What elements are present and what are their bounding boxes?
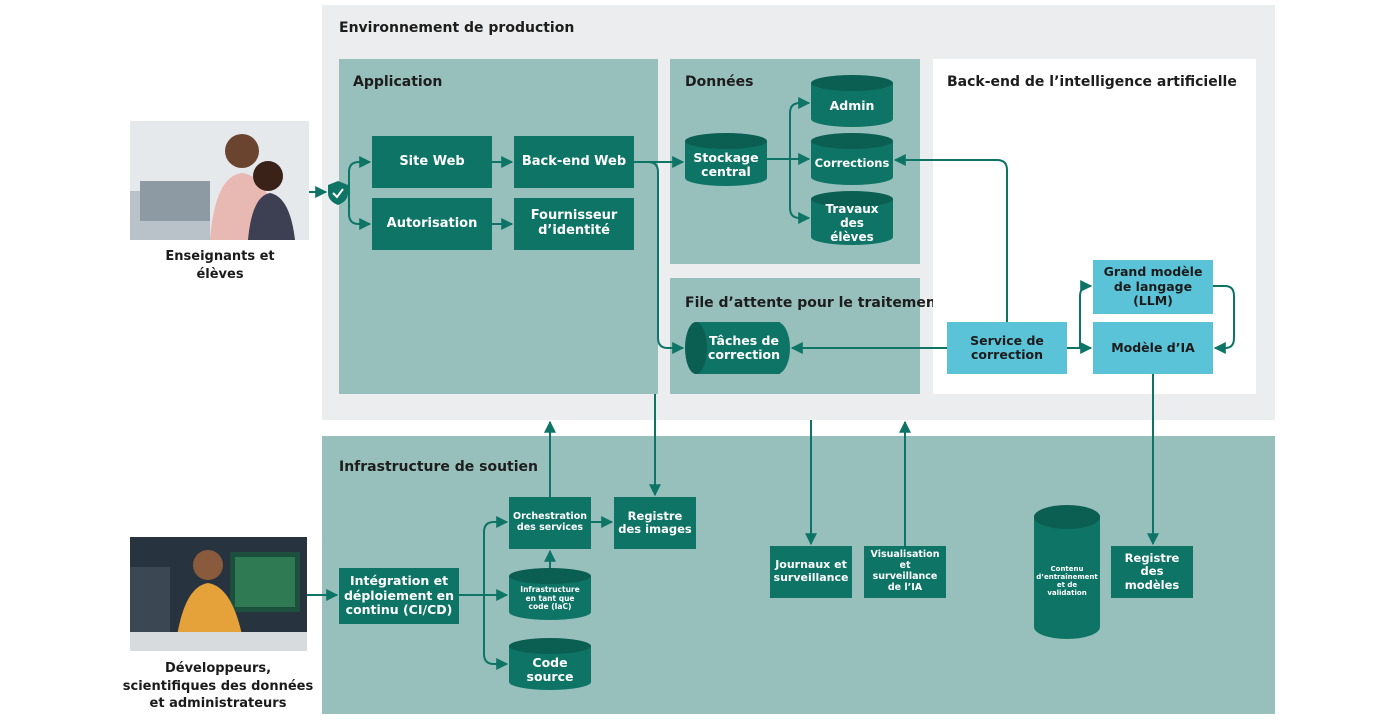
student-work-label: Travaux des élèves [825,202,879,244]
image-registry-box: Registre des images [614,497,696,549]
corrections-cylinder: Corrections [811,133,893,185]
website-box: Site Web [372,136,492,188]
iac-label: Infrastructure en tant que code (IaC) [520,585,580,612]
teachers-label: Enseignants et élèves [165,249,275,282]
logs-box: Journaux et surveillance [770,546,852,598]
queue-title: File d’attente pour le traitement [685,295,943,311]
grading-tasks-queue: Tâches de correction [685,322,790,374]
training-data-cylinder: Contenu d’entraînement et de validation [1034,505,1100,639]
training-data-label: Contenu d’entraînement et de validation [1036,564,1098,598]
teachers-photo [130,121,309,240]
central-storage-cylinder: Stockage central [685,133,767,186]
iac-cylinder: Infrastructure en tant que code (IaC) [509,568,591,620]
corrections-label: Corrections [814,156,890,171]
admin-label: Admin [829,97,875,113]
shield-icon [327,180,349,206]
ai-backend-title: Back-end de l’intelligence artificielle [947,74,1237,90]
application-title: Application [353,74,443,90]
source-code-label: Code source [526,654,574,684]
developers-label: Développeurs, scientifiques des données … [122,661,314,712]
ai-model-box: Modèle d’IA [1093,322,1213,374]
admin-cylinder: Admin [811,75,893,127]
source-code-cylinder: Code source [509,638,591,690]
central-storage-label: Stockage central [693,149,759,179]
authorization-box: Autorisation [372,198,492,250]
ai-monitoring-box: Visualisation et surveillance de l’IA [864,546,946,598]
grading-tasks-label: Tâches de correction [708,332,780,362]
student-work-cylinder: Travaux des élèves [811,191,893,245]
developers-photo [130,537,307,651]
orchestration-box: Orchestration des services [509,497,591,549]
identity-provider-box: Fournisseur d’identité [514,198,634,250]
model-registry-box: Registre des modèles [1111,546,1193,598]
llm-box: Grand modèle de langage (LLM) [1093,260,1213,314]
grading-service-box: Service de correction [947,322,1067,374]
production-environment-title: Environnement de production [339,20,575,36]
data-title: Données [685,74,754,90]
cicd-box: Intégration et déploiement en continu (C… [339,568,459,624]
web-backend-box: Back-end Web [514,136,634,188]
support-infrastructure-title: Infrastructure de soutien [339,459,539,475]
